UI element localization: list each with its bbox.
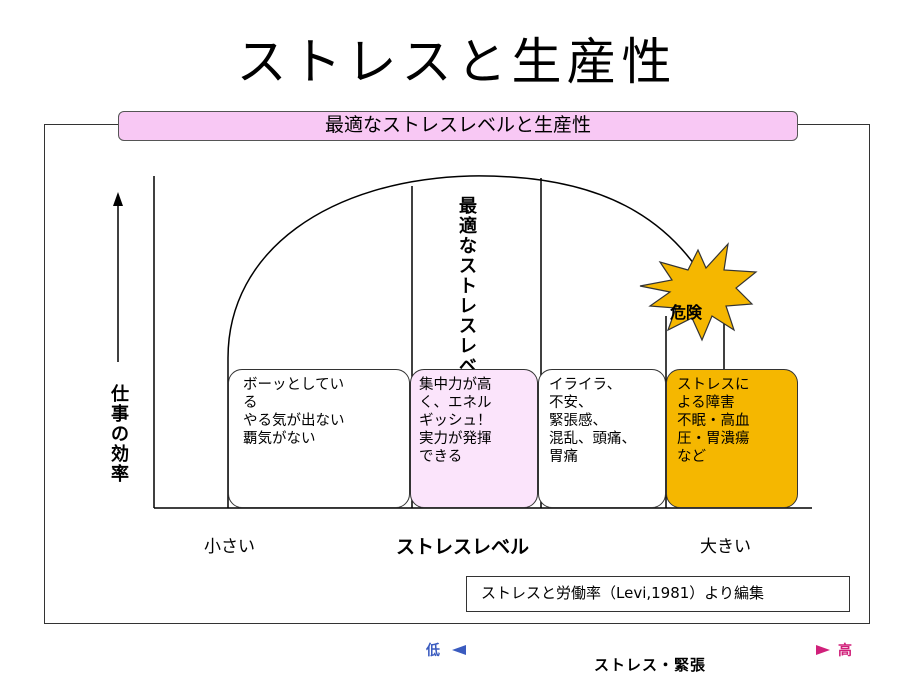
- zone-box-low-line: る: [243, 395, 258, 411]
- x-axis-left-label: 小さい: [204, 537, 255, 557]
- x-axis-center-label: ストレスレベル: [396, 536, 530, 558]
- zone-box-high-line: 混乱、頭痛、: [549, 431, 636, 447]
- x-axis-right-label: 大きい: [700, 537, 751, 557]
- zone-box-danger-line: よる障害: [677, 395, 735, 411]
- zone-box-high-line: 胃痛: [549, 449, 578, 465]
- zone-box-high: イライラ、 不安、 緊張感、 混乱、頭痛、 胃痛: [538, 369, 666, 508]
- danger-burst: [639, 242, 758, 342]
- y-axis-label: 仕事の効率: [111, 384, 129, 485]
- zone-box-low-line: やる気が出ない: [243, 413, 345, 429]
- zone-box-high-line: 不安、: [549, 395, 593, 411]
- zone-box-danger-line: ストレスに: [677, 377, 750, 393]
- zone-box-optimal-line: く、エネル: [419, 395, 492, 411]
- productivity-curve: [227, 175, 725, 508]
- zone-box-optimal-line: できる: [419, 449, 463, 465]
- zone-box-optimal-line: 実力が発揮: [419, 431, 492, 447]
- y-axis-arrow-head: [113, 192, 123, 206]
- zone-box-low: ボーッとしてい る やる気が出ない 覇気がない: [228, 369, 410, 508]
- stress-arrow-right-head: [816, 645, 830, 655]
- stress-low-label: 低: [426, 643, 440, 659]
- zone-box-high-line: イライラ、: [549, 377, 622, 393]
- zone-box-low-line: ボーッとしてい: [243, 377, 345, 393]
- optimal-zone-label-1: 最適なストレスレベル: [459, 196, 477, 397]
- zone-box-danger: ストレスに よる障害 不眠・高血 圧・胃潰瘍 など: [666, 369, 798, 508]
- source-citation: ストレスと労働率（Levi,1981）より編集: [466, 576, 850, 612]
- zone-box-high-line: 緊張感、: [549, 413, 607, 429]
- stress-high-label: 高: [838, 643, 852, 659]
- stress-arrow-left-head: [452, 645, 466, 655]
- danger-label: 危険: [670, 303, 703, 322]
- zone-box-optimal-line: 集中力が高: [419, 377, 492, 393]
- zone-box-danger-line: など: [677, 449, 706, 465]
- diagram-banner: 最適なストレスレベルと生産性: [118, 111, 798, 141]
- zone-box-danger-line: 不眠・高血: [677, 413, 750, 429]
- zone-box-optimal-line: ギッシュ！: [419, 413, 492, 429]
- slide-title: ストレスと生産性: [236, 33, 677, 91]
- zone-box-danger-line: 圧・胃潰瘍: [677, 431, 750, 447]
- zone-box-optimal: 集中力が高 く、エネル ギッシュ！ 実力が発揮 できる: [410, 369, 538, 508]
- zone-box-low-line: 覇気がない: [243, 431, 316, 447]
- stress-axis-label: ストレス・緊張: [594, 656, 707, 674]
